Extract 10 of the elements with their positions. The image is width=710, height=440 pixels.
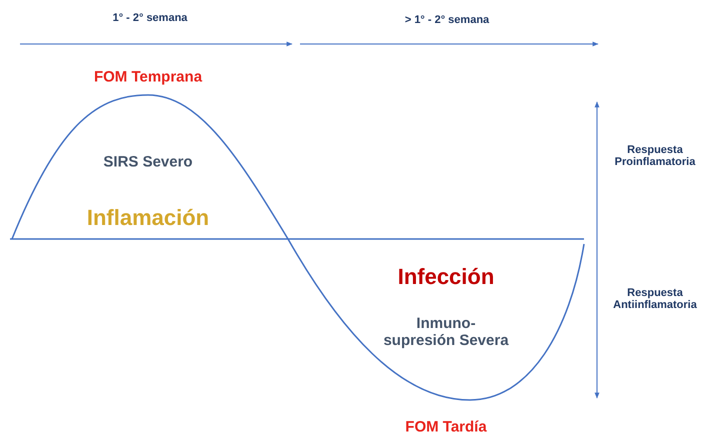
- condition-label: Inmuno-supresión Severa: [382, 315, 510, 349]
- phase-label: FOM Temprana: [94, 68, 202, 86]
- phase-label: Inflamación: [86, 205, 210, 231]
- timeline-label: > 1° - 2° semana: [404, 14, 490, 26]
- response-label: Respuesta Proinflamatoria: [614, 144, 696, 168]
- condition-label: SIRS Severo: [103, 154, 193, 170]
- response-label: Respuesta Antiinflamatoria: [612, 287, 698, 311]
- timeline-label: 1° - 2° semana: [112, 12, 188, 24]
- phase-label: Infección: [398, 264, 494, 290]
- phase-label: FOM Tardía: [405, 418, 487, 436]
